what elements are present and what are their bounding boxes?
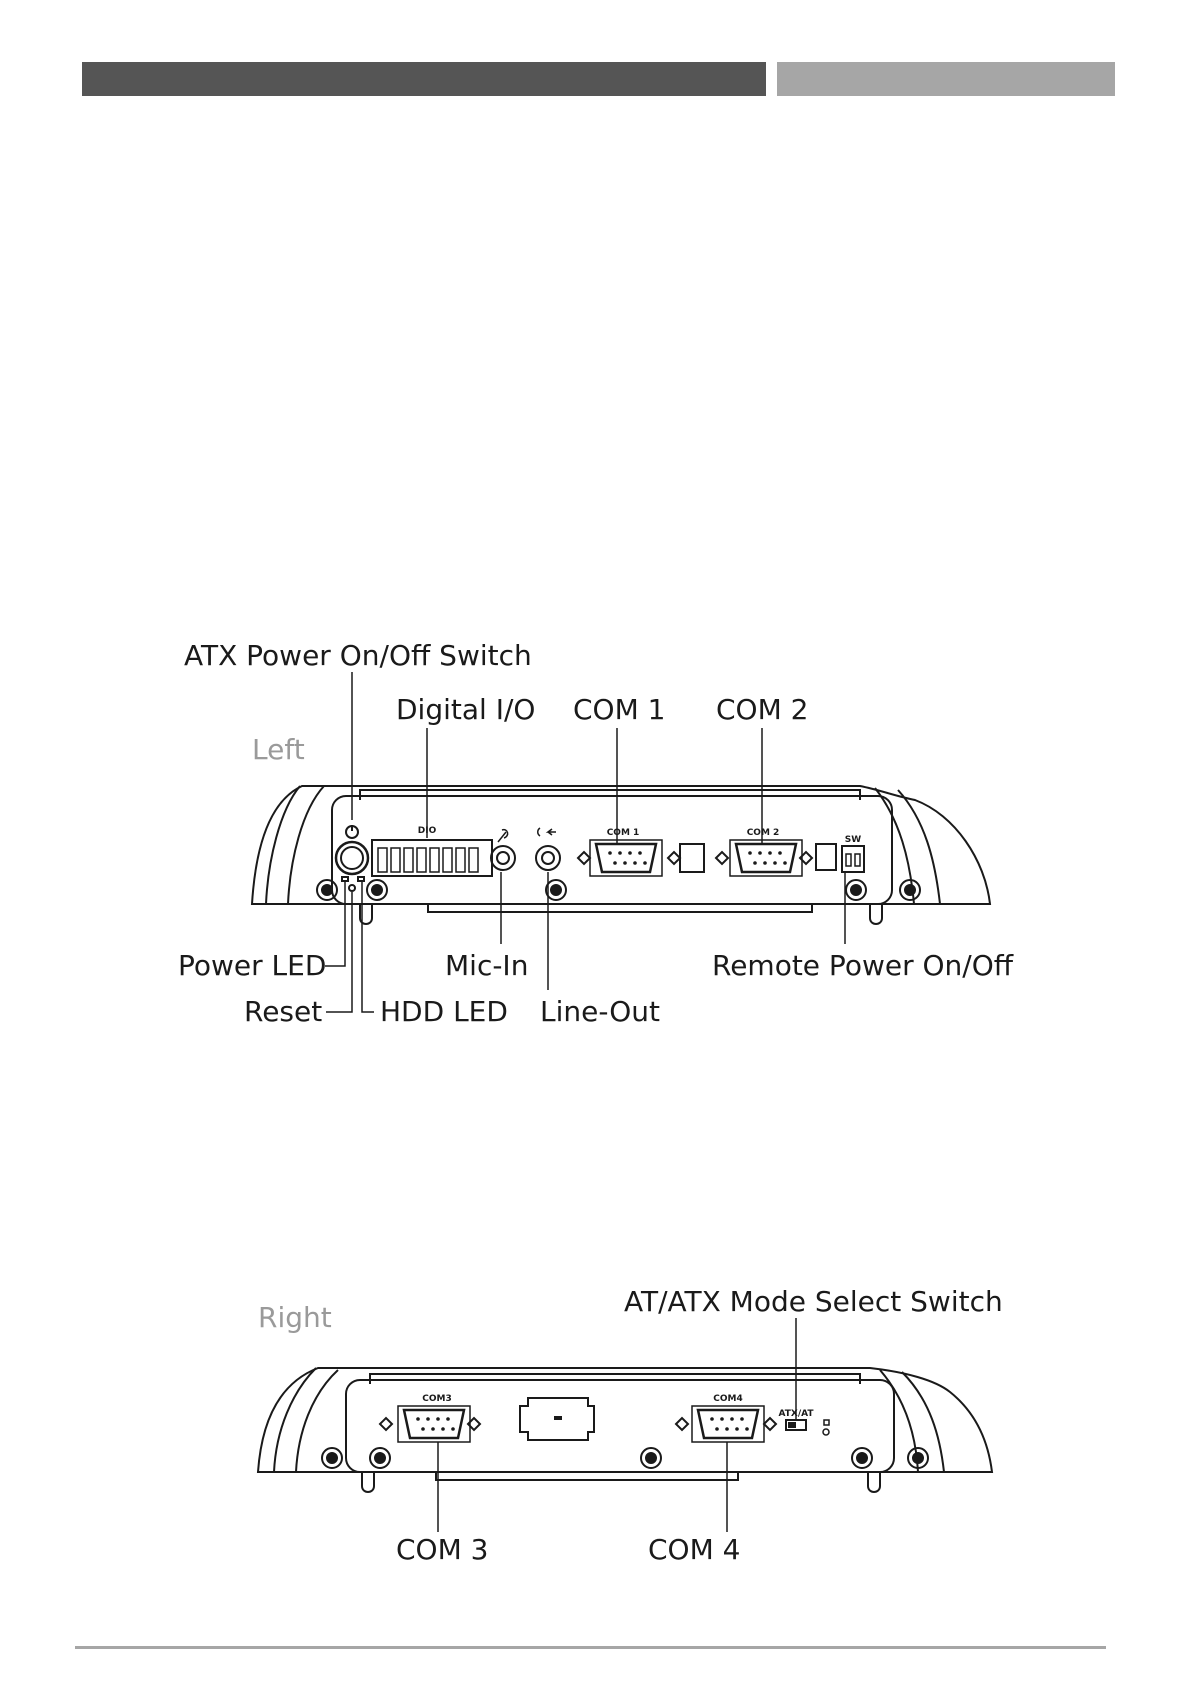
label-com1: COM 1 bbox=[573, 696, 665, 724]
label-atx-power-switch: ATX Power On/Off Switch bbox=[184, 642, 532, 670]
right-device bbox=[258, 1368, 992, 1492]
label-reset: Reset bbox=[244, 998, 322, 1026]
label-com2: COM 2 bbox=[716, 696, 808, 724]
panel-mark-atx-at: ATX/AT bbox=[778, 1409, 814, 1419]
panel-mark-sw: SW bbox=[845, 835, 861, 845]
right-view-title: Right bbox=[258, 1304, 332, 1332]
label-com4: COM 4 bbox=[648, 1536, 740, 1564]
label-line-out: Line-Out bbox=[540, 998, 660, 1026]
label-hdd-led: HDD LED bbox=[380, 998, 508, 1026]
right-leader-lines bbox=[438, 1318, 796, 1532]
label-digital-io: Digital I/O bbox=[396, 696, 535, 724]
footer-rule bbox=[75, 1646, 1106, 1649]
label-mic-in: Mic-In bbox=[445, 952, 528, 980]
panel-mark-com4: COM4 bbox=[713, 1394, 742, 1404]
label-power-led: Power LED bbox=[178, 952, 326, 980]
panel-mark-com3: COM3 bbox=[422, 1394, 451, 1404]
left-view-title: Left bbox=[252, 736, 305, 764]
label-com3: COM 3 bbox=[396, 1536, 488, 1564]
panel-mark-com2: COM 2 bbox=[747, 828, 780, 838]
label-remote-power: Remote Power On/Off bbox=[712, 952, 1013, 980]
panel-mark-com1: COM 1 bbox=[607, 828, 640, 838]
panel-mark-dio: DIO bbox=[418, 826, 437, 836]
label-mode-switch: AT/ATX Mode Select Switch bbox=[624, 1288, 1003, 1316]
